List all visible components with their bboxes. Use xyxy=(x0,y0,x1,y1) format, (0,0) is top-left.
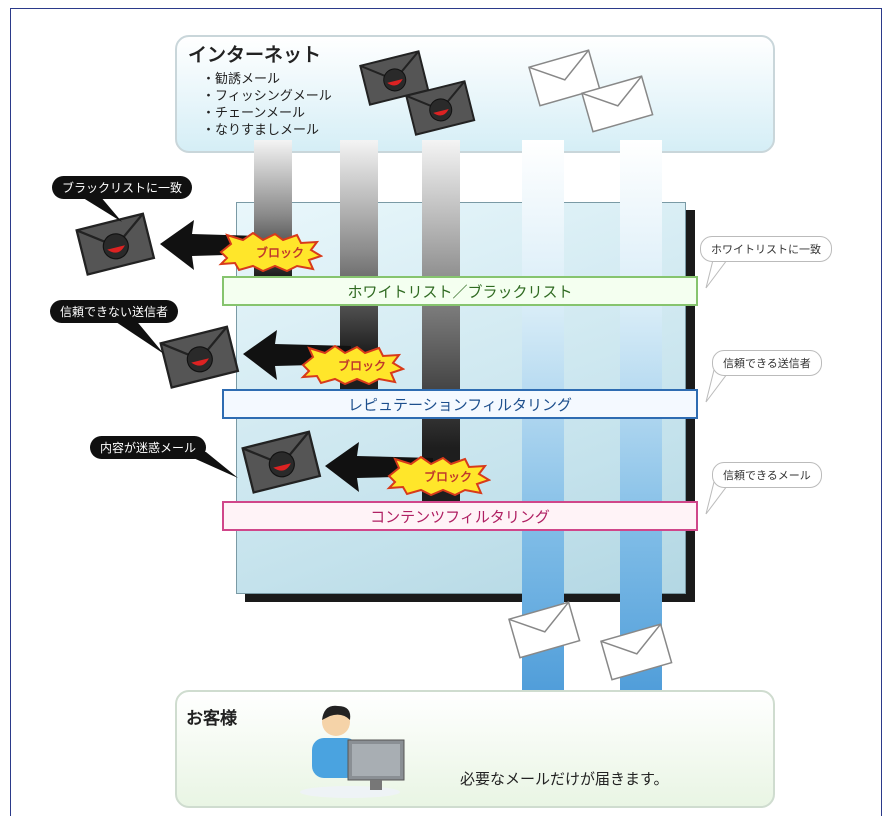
whitelist-blacklist-filter: ホワイトリスト／ブラックリスト xyxy=(222,276,698,306)
callout-tail xyxy=(705,370,731,403)
internet-item-chain: ・チェーンメール xyxy=(202,106,305,121)
callout-tail xyxy=(705,256,731,289)
callout-spam-content: 内容が迷惑メール xyxy=(90,436,207,459)
callout-tail xyxy=(705,482,731,515)
mail-icon xyxy=(600,623,673,681)
block-burst-icon xyxy=(386,456,491,496)
blocked-spam-icon xyxy=(241,430,322,494)
bad-stream-3 xyxy=(422,140,460,502)
spam-mail-icon xyxy=(405,80,476,136)
callout-tail xyxy=(80,196,122,222)
callout-blacklist-match: ブラックリストに一致 xyxy=(52,176,193,199)
block-label-1: ブロック xyxy=(256,246,305,260)
internet-item-solicitation: ・勧誘メール xyxy=(202,72,281,87)
internet-title: インターネット xyxy=(188,44,322,66)
callout-untrusted-sender: 信頼できない送信者 xyxy=(50,300,179,323)
callout-trusted-mail: 信頼できるメール xyxy=(712,462,822,488)
customer-computer-icon xyxy=(300,705,405,798)
customer-message: 必要なメールだけが届きます。 xyxy=(460,770,669,788)
block-arrow-1 xyxy=(160,220,258,270)
spam-mail-icon xyxy=(359,50,430,106)
internet-item-spoofing: ・なりすましメール xyxy=(202,123,320,138)
mail-icon xyxy=(508,601,581,659)
content-filter: コンテンツフィルタリング xyxy=(222,501,698,531)
good-stream-2 xyxy=(620,140,662,710)
blocked-spam-icon xyxy=(159,325,240,389)
block-label-3: ブロック xyxy=(424,470,473,484)
internet-item-phishing: ・フィッシングメール xyxy=(202,89,332,104)
block-label-2: ブロック xyxy=(338,359,387,373)
customer-title: お客様 xyxy=(186,709,237,729)
internet-box xyxy=(175,35,775,153)
block-burst-icon xyxy=(300,345,405,385)
mail-icon xyxy=(528,49,601,107)
blocked-spam-icon xyxy=(75,212,156,276)
callout-tail xyxy=(110,318,164,354)
block-arrow-2 xyxy=(243,330,351,380)
callout-trusted-sender: 信頼できる送信者 xyxy=(712,350,822,376)
block-arrow-3 xyxy=(325,442,433,492)
callout-whitelist-match: ホワイトリストに一致 xyxy=(700,236,832,262)
mail-icon xyxy=(581,75,654,133)
block-burst-icon xyxy=(218,232,323,272)
reputation-filter: レピュテーションフィルタリング xyxy=(222,389,698,419)
customer-box xyxy=(175,690,775,808)
